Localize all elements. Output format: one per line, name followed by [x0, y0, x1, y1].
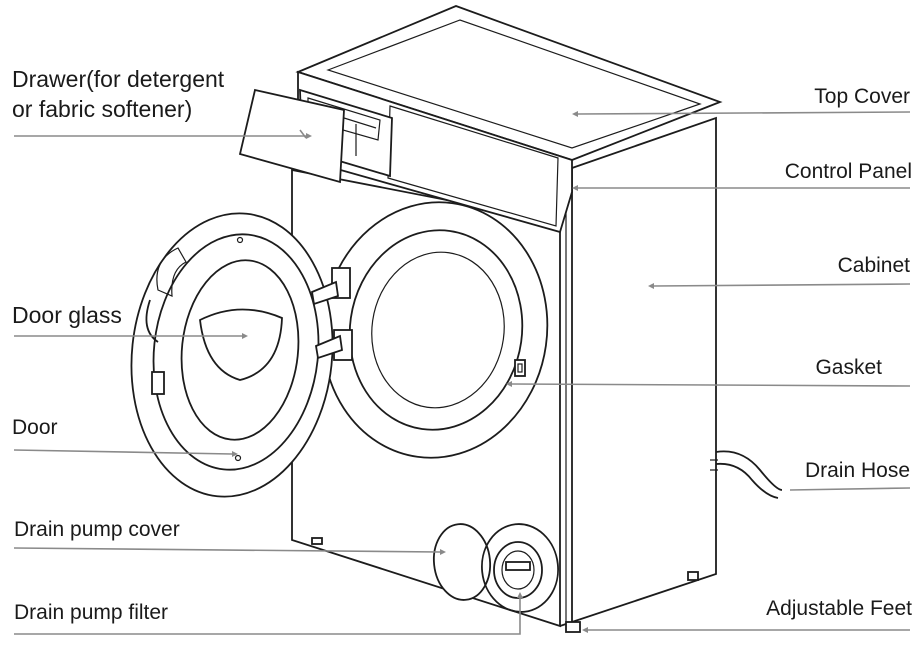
label-gasket: Gasket — [815, 356, 882, 379]
open-door — [130, 212, 343, 498]
leader-drain-hose — [789, 487, 911, 491]
label-control-panel: Control Panel — [784, 160, 912, 183]
leader-top-cover — [577, 111, 911, 115]
label-drain-pump-cover: Drain pump cover — [14, 518, 180, 541]
label-adjustable-feet: Adjustable Feet — [766, 597, 912, 620]
drain-hose — [710, 450, 783, 499]
leader-gasket — [511, 383, 911, 387]
leader-door — [13, 449, 233, 455]
label-drawer-line1: Drawer(for detergent — [12, 66, 225, 92]
label-top-cover: Top Cover — [814, 85, 910, 108]
leader-lines — [13, 111, 911, 635]
label-door: Door — [12, 416, 58, 439]
drain-pump-filter — [481, 523, 559, 613]
label-door-glass: Door glass — [12, 302, 122, 328]
drain-pump-cover — [432, 523, 492, 601]
label-drawer-line2: or fabric softener) — [12, 96, 193, 122]
leader-drain-pump-filter — [14, 596, 521, 635]
label-drain-pump-filter: Drain pump filter — [14, 601, 169, 624]
adjustable-feet — [311, 537, 699, 633]
label-cabinet: Cabinet — [837, 254, 910, 277]
leader-cabinet — [653, 283, 911, 287]
leader-drain-pump-cover — [13, 547, 441, 553]
label-drain-hose: Drain Hose — [804, 459, 910, 482]
